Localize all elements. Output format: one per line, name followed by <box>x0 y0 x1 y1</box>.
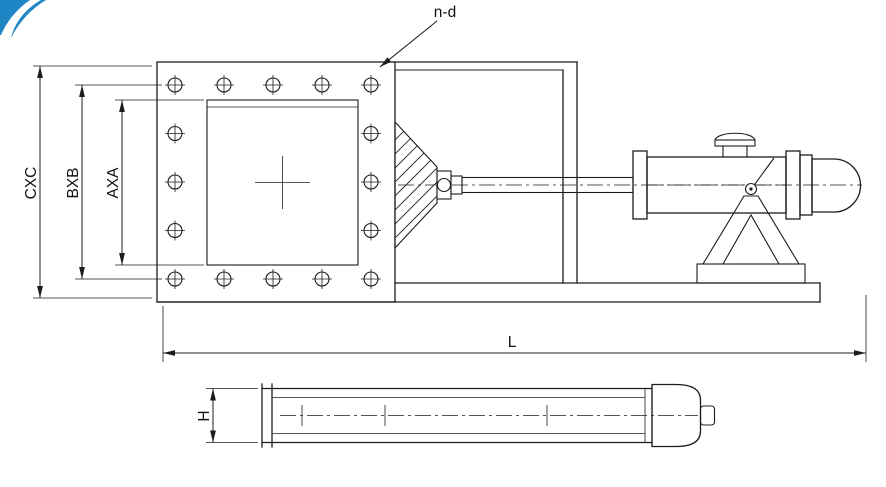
dim-overall-length: L <box>162 295 867 362</box>
side-view <box>261 383 716 448</box>
cylinder-actuator <box>632 132 862 220</box>
brace-line <box>751 157 775 189</box>
front-view <box>156 61 862 303</box>
bolt-holes-label: n-d <box>434 4 456 21</box>
outer-square-label: CXC <box>23 167 40 200</box>
overall-length-label: L <box>508 334 517 351</box>
dim-outer-square: CXC <box>23 65 152 299</box>
cylinder-port <box>714 132 756 157</box>
dim-opening-square: AXA <box>105 99 204 266</box>
dim-bolt-square: BXB <box>65 84 162 280</box>
dim-body-height: H <box>196 388 258 443</box>
logo-swoosh-icon <box>0 0 46 38</box>
end-boss <box>699 405 716 426</box>
support-bracket <box>696 182 806 284</box>
dim-bolt-holes: n-d <box>379 4 456 68</box>
frame <box>156 61 821 303</box>
valve-body <box>156 61 396 303</box>
dimensions: n-d CXC BXB AXA L <box>23 4 867 443</box>
bolt-square-label: BXB <box>65 167 82 198</box>
opening-square-label: AXA <box>105 167 122 199</box>
body-height-label: H <box>196 410 213 421</box>
piston-rod <box>436 170 634 200</box>
